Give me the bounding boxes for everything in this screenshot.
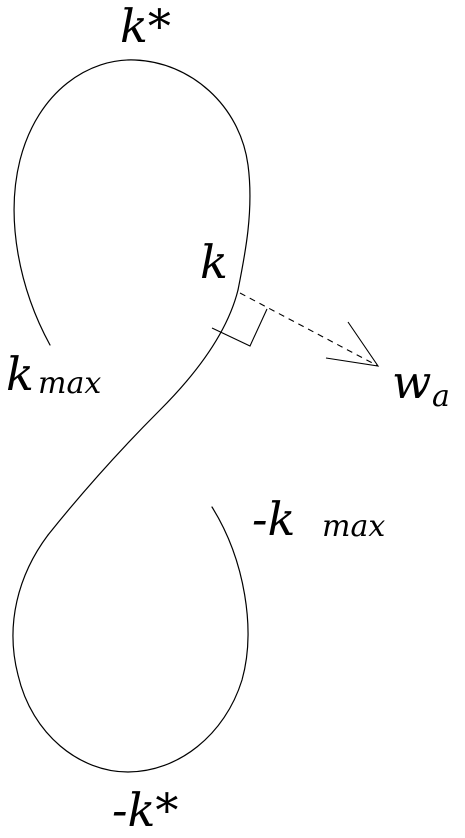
label-neg-kmax-base: -k xyxy=(252,492,295,546)
lower-loop-curve xyxy=(12,506,249,773)
label-neg-kmax-sub: max xyxy=(322,509,385,544)
label-k-text: k xyxy=(200,235,228,289)
label-w-base: w xyxy=(392,355,431,409)
label-w-a: w a xyxy=(392,355,450,414)
upper-loop-curve xyxy=(13,59,251,346)
normal-vector-arrowhead xyxy=(325,321,380,367)
label-top-text: k* xyxy=(120,0,171,53)
label-kmax-base: k xyxy=(6,347,34,401)
label-neg-k-max: -k max xyxy=(252,492,385,546)
right-angle-marker xyxy=(211,308,268,347)
label-k: k xyxy=(200,235,228,289)
label-w-sub: a xyxy=(432,379,450,414)
label-k-max: k max xyxy=(6,347,101,401)
label-bottom-text: -k* xyxy=(112,783,178,837)
normal-vector-line xyxy=(239,292,379,367)
label-kmax-sub: max xyxy=(38,366,101,401)
middle-s-curve xyxy=(47,289,239,536)
label-neg-k-star: -k* xyxy=(112,783,178,837)
label-k-star: k* xyxy=(120,0,171,53)
